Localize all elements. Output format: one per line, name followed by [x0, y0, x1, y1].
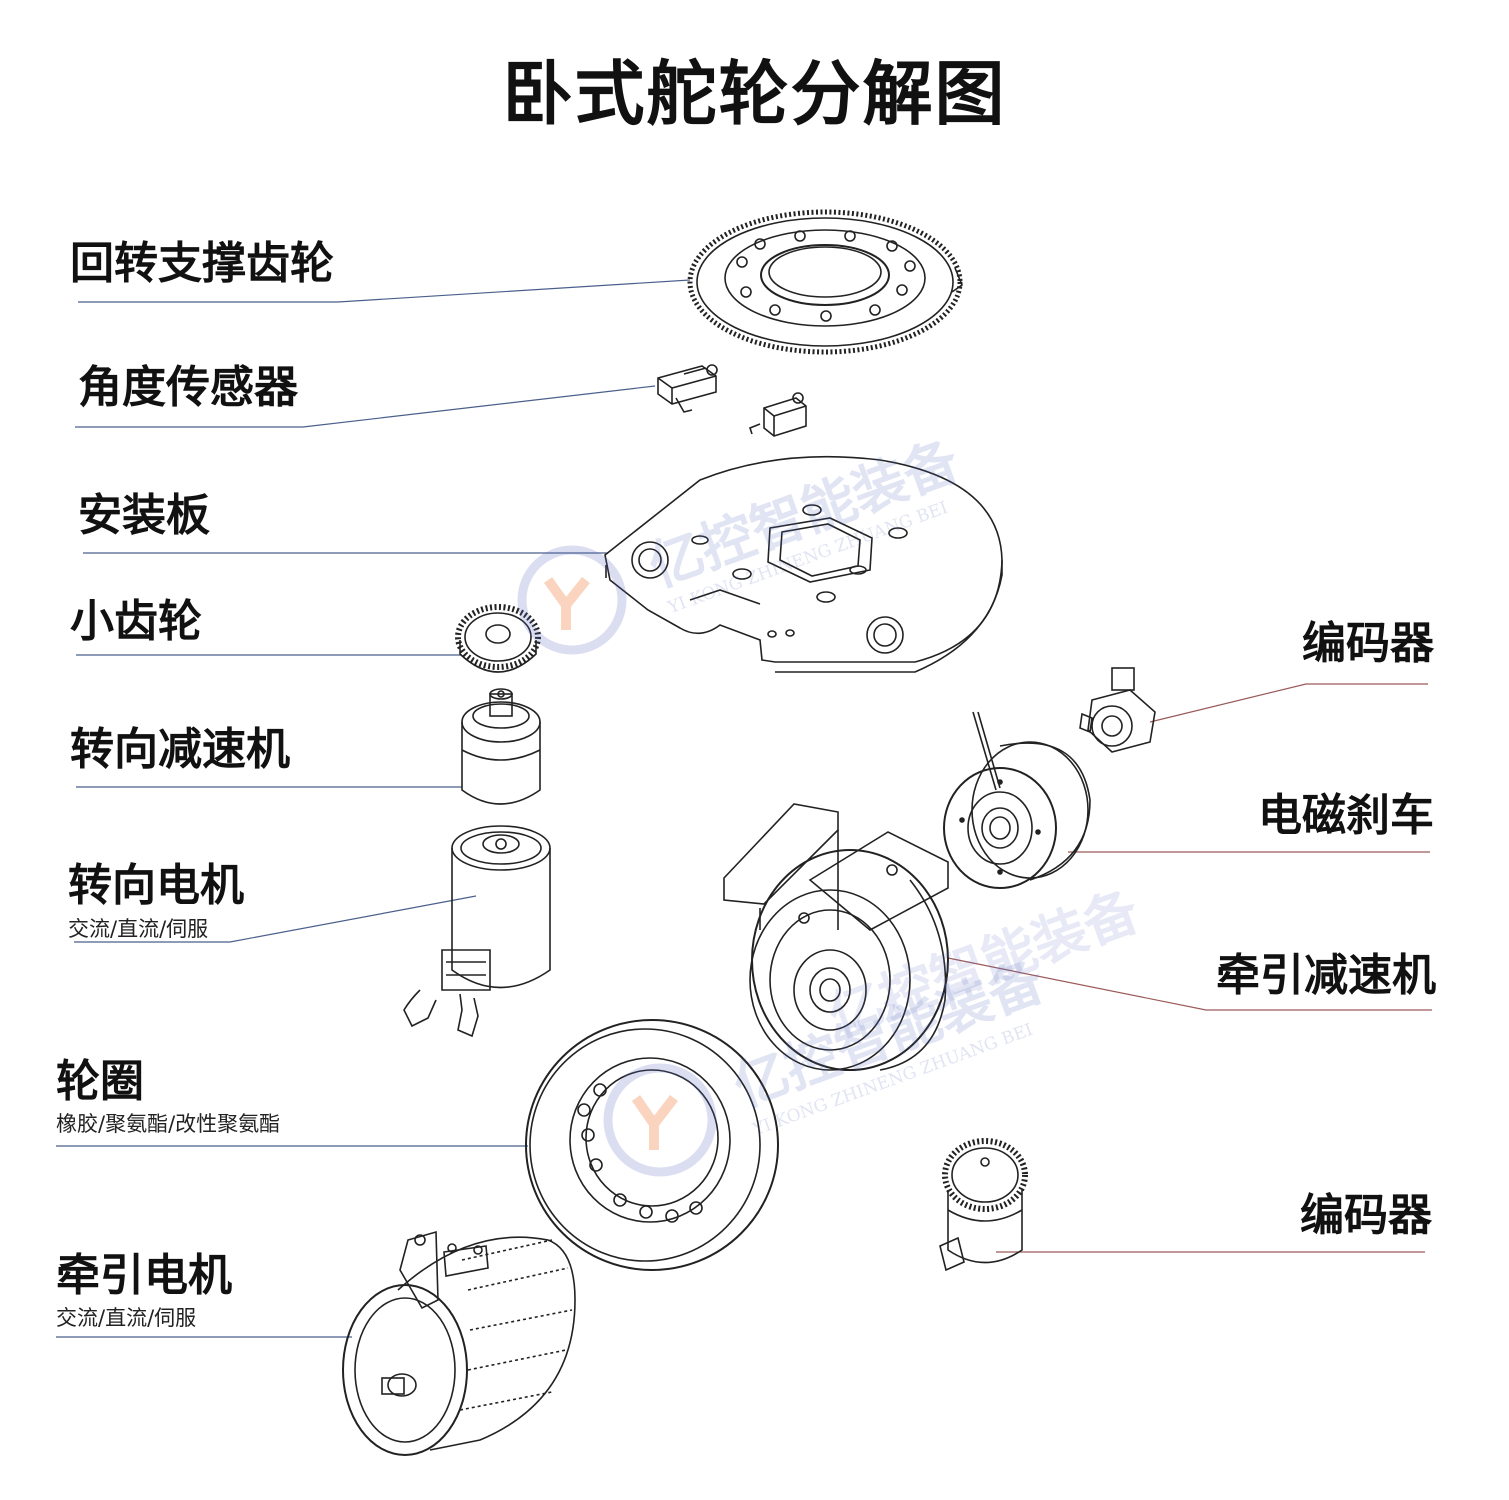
encoder-top-drawing: [1079, 667, 1156, 753]
label-tire-sub: 橡胶/聚氨酯/改性聚氨酯: [56, 1112, 281, 1136]
slewing-gear-drawing: [687, 209, 963, 355]
leader-angle-sensor: [75, 385, 656, 428]
label-slewing-gear: 回转支撑齿轮: [70, 238, 334, 289]
label-mounting-plate: 安装板: [78, 490, 210, 541]
label-traction-motor-sub: 交流/直流/伺服: [56, 1306, 197, 1330]
leader-steering-motor: [74, 895, 477, 943]
encoder-bottom-drawing: [939, 1138, 1028, 1272]
page-title: 卧式舵轮分解图: [502, 53, 1007, 135]
steering-reducer-drawing: [461, 688, 541, 805]
leader-encoder-top: [1149, 683, 1428, 723]
leader-slewing-gear: [78, 279, 691, 303]
watermark-logo-1: [517, 545, 627, 655]
leader-lines: [56, 279, 1432, 1338]
angle-sensor-drawing: [657, 364, 807, 437]
label-traction-reducer: 牵引减速机: [1216, 950, 1436, 1001]
label-em-brake: 电磁刹车: [1258, 790, 1434, 841]
label-encoder-top: 编码器: [1302, 618, 1434, 669]
tire-drawing: [525, 1019, 779, 1271]
leader-traction-reducer: [947, 957, 1432, 1011]
label-small-gear: 小齿轮: [70, 596, 202, 647]
watermark-logo-2: [603, 1063, 717, 1177]
steering-motor-drawing: [403, 825, 551, 1038]
label-tire: 轮圈: [56, 1056, 144, 1107]
label-steering-reducer: 转向减速机: [70, 724, 290, 775]
label-steering-motor: 转向电机: [68, 860, 244, 911]
em-brake-drawing: [943, 711, 1091, 889]
mounting-plate-drawing: [604, 455, 1003, 673]
traction-reducer-drawing: [723, 803, 949, 1071]
label-encoder-bottom: 编码器: [1300, 1190, 1432, 1241]
label-traction-motor: 牵引电机: [56, 1250, 232, 1301]
small-gear-drawing: [455, 604, 541, 673]
label-angle-sensor: 角度传感器: [78, 362, 298, 413]
label-steering-motor-sub: 交流/直流/伺服: [68, 917, 209, 941]
traction-motor-drawing: [342, 1230, 576, 1456]
